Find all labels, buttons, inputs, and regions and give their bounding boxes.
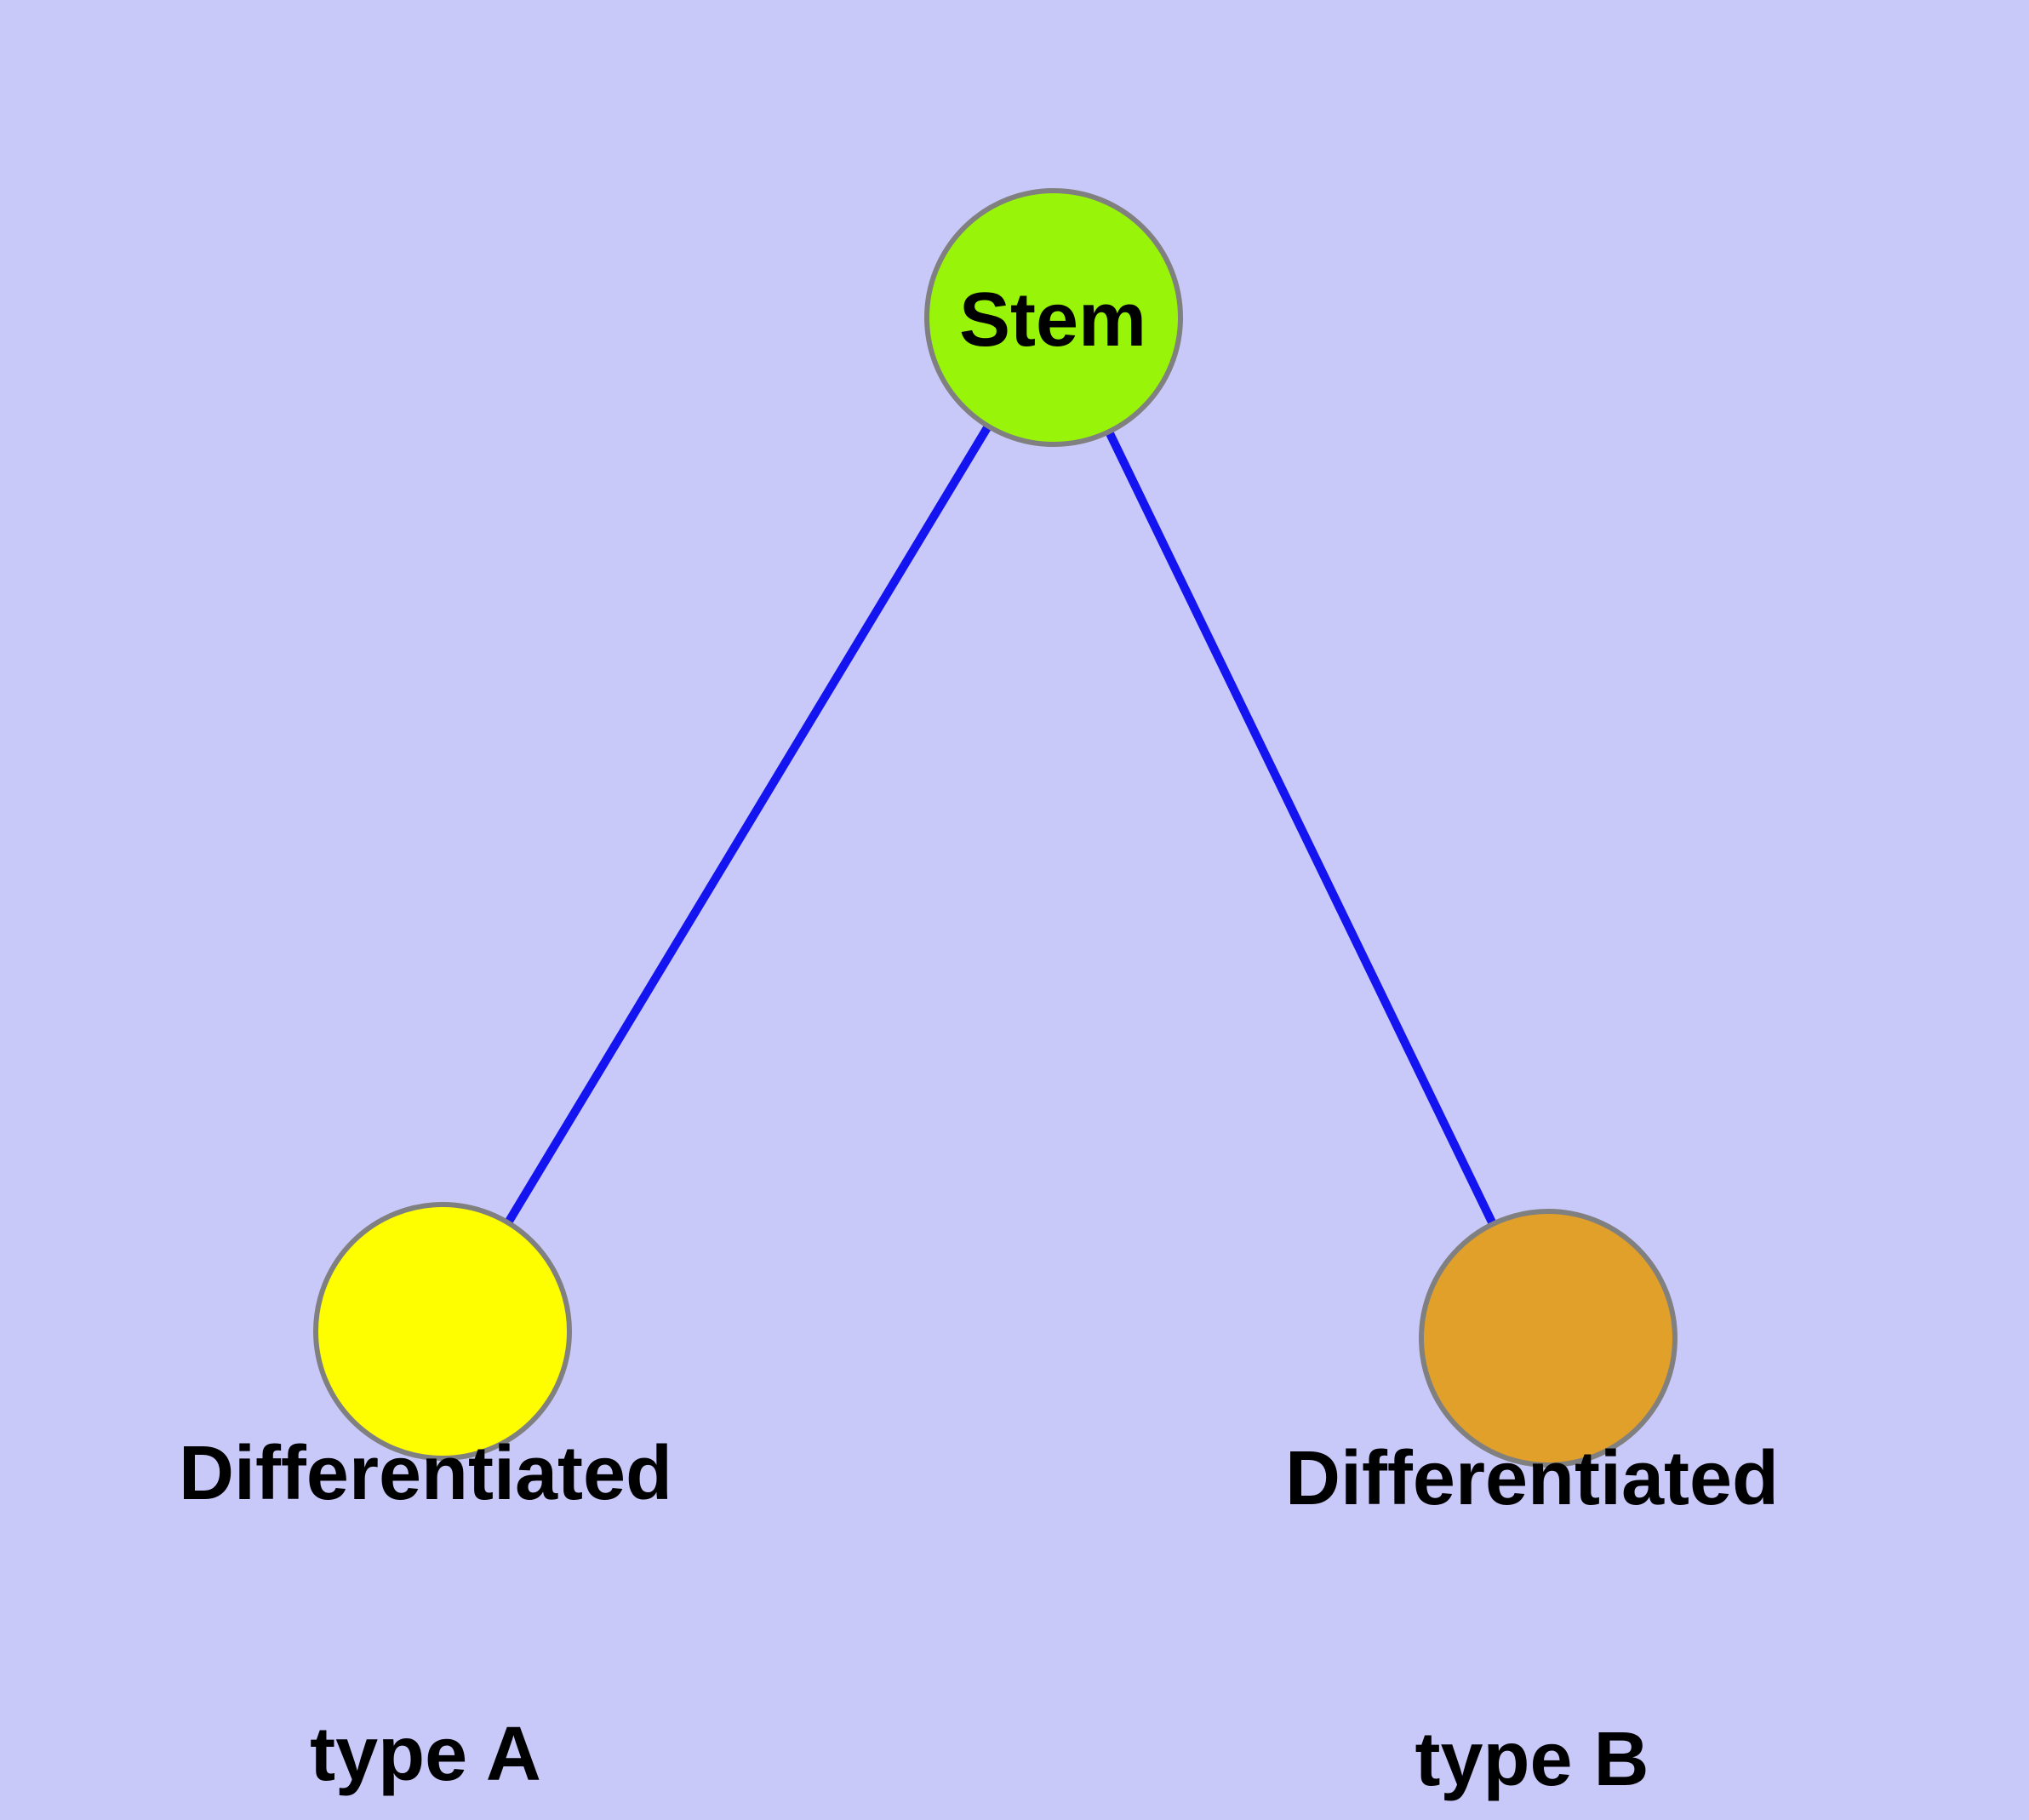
node-type-b-label-line1: Differentiated (1284, 1436, 1780, 1521)
node-type-a-label: Differentiated type A (43, 1239, 809, 1820)
node-differentiated-type-a (313, 1202, 572, 1461)
edge-stem-to-type-a (438, 315, 1058, 1334)
node-type-b-label: Differentiated type B (1149, 1245, 1915, 1820)
node-stem (924, 188, 1183, 447)
node-type-a-label-line1: Differentiated (178, 1431, 673, 1516)
edge-stem-to-type-b (1049, 315, 1552, 1341)
node-type-a-label-line2: type A (310, 1712, 541, 1797)
node-differentiated-type-b (1419, 1209, 1677, 1468)
node-stem-label: Stem (958, 278, 1147, 363)
node-type-b-label-line2: type B (1415, 1717, 1649, 1802)
